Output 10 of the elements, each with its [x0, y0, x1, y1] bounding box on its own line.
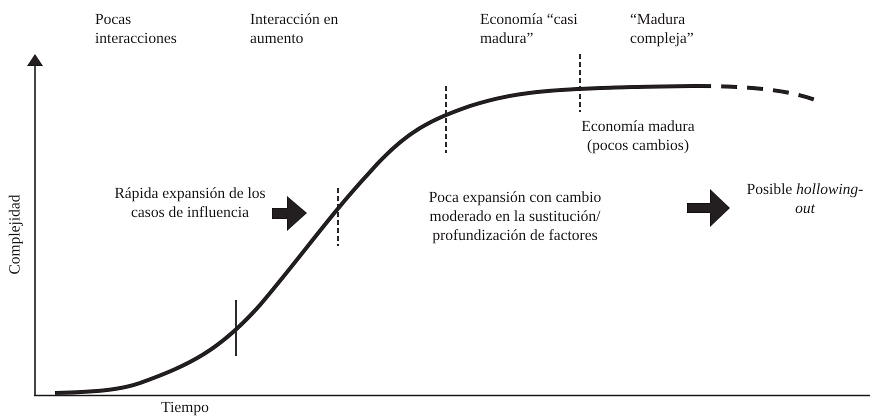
annotation-text: Posible hollowing-out: [746, 180, 864, 218]
stage-label: Interacción en aumento: [250, 10, 340, 48]
axis-label: Tiempo: [160, 398, 210, 417]
annotation-text: Poca expansión con cambio moderado en la sustitución/ profundización de factores: [428, 188, 602, 245]
axis-label: Complejidad: [6, 193, 24, 277]
stage-label: Economía “casi madura”: [480, 10, 579, 48]
stage-label: “Madura compleja”: [630, 10, 695, 48]
stage-label: Pocas interacciones: [95, 10, 178, 48]
stage-label: Economía madura (pocos cambios): [580, 117, 696, 155]
annotation-text: Rápida expansión de los casos de influencia: [113, 184, 267, 222]
